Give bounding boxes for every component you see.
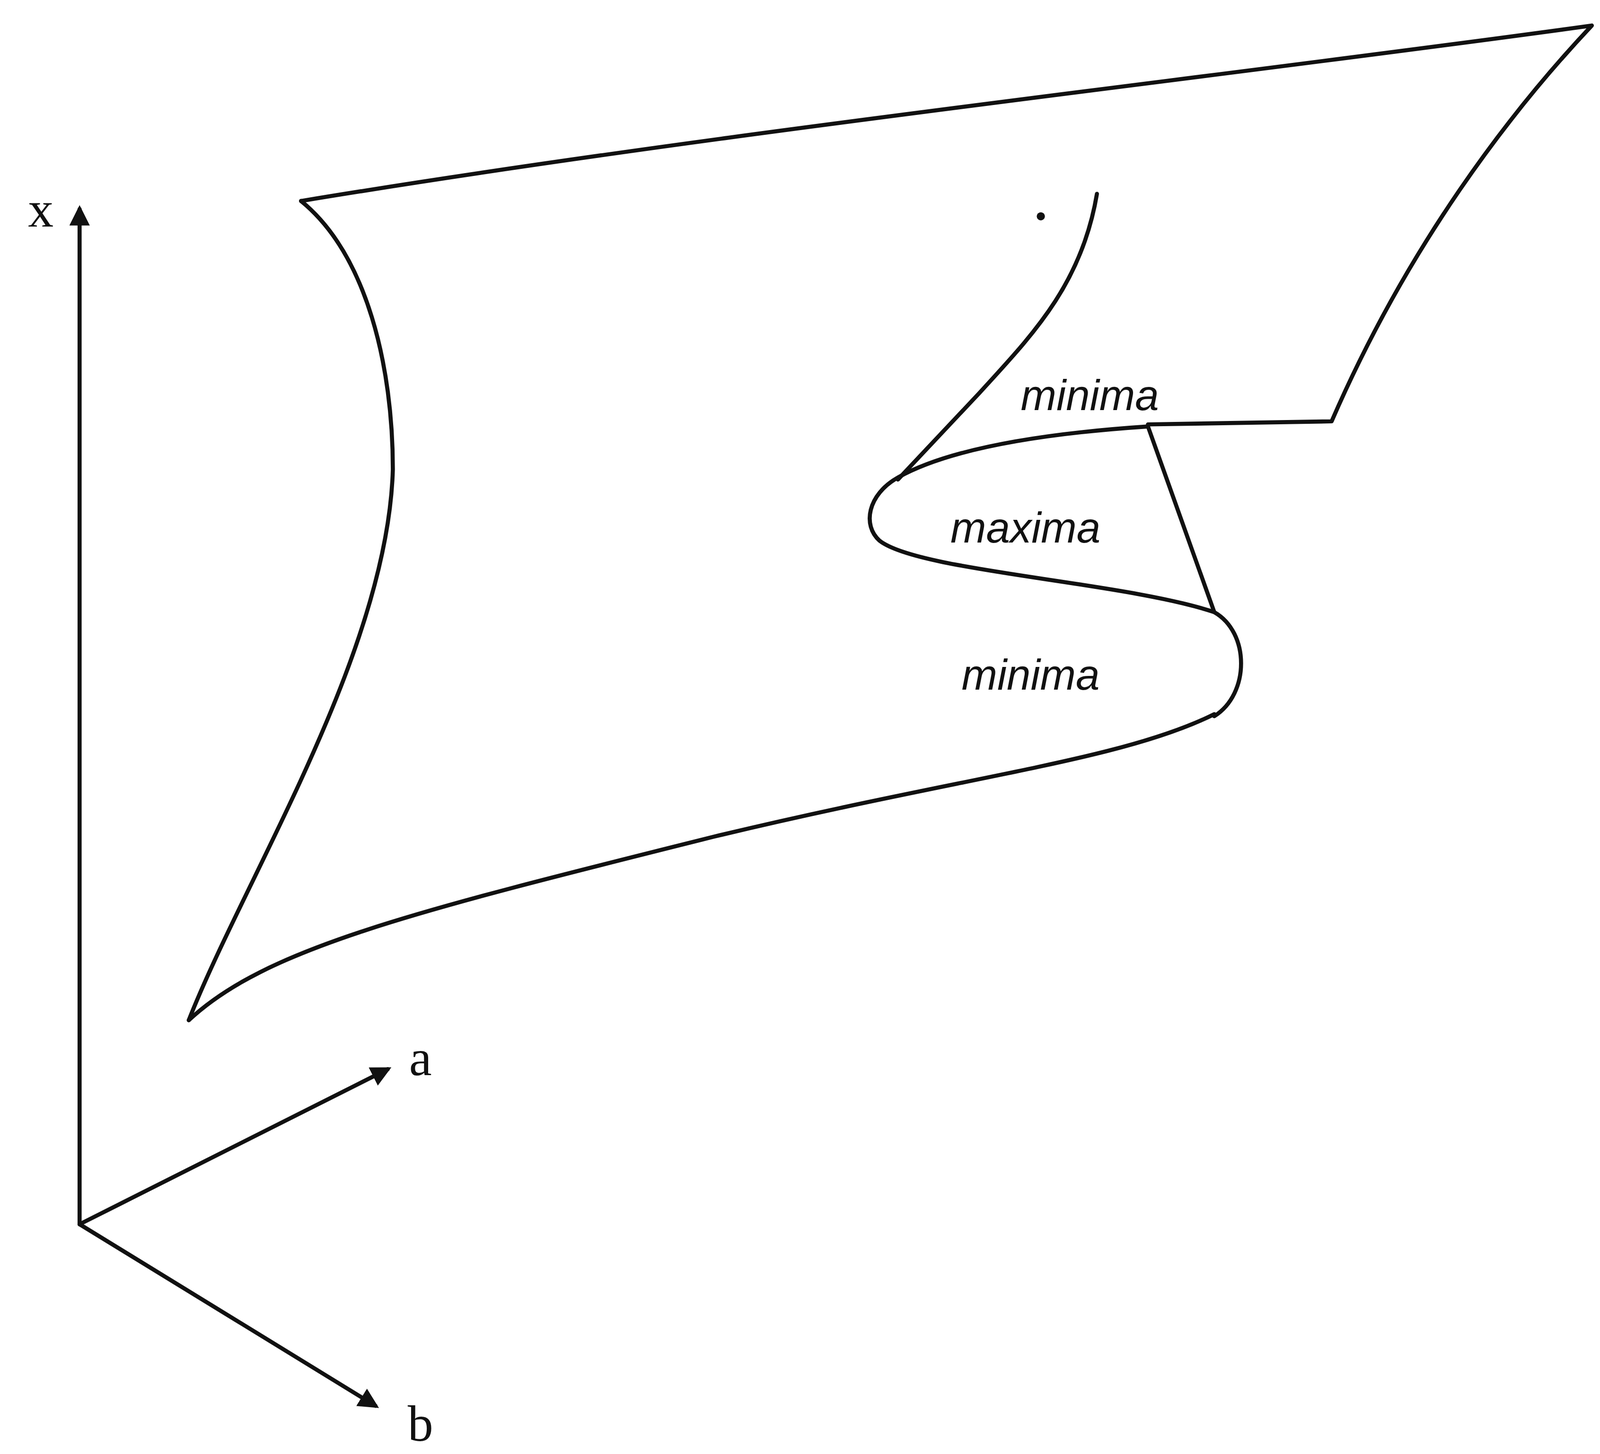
axis-label: b xyxy=(407,1397,434,1450)
surface-edge xyxy=(300,25,1592,425)
region-label: maxima xyxy=(950,507,1101,551)
cusp-edge xyxy=(897,193,1098,480)
dot xyxy=(1036,212,1045,221)
region-label: minima xyxy=(961,654,1100,698)
a-axis xyxy=(79,1069,388,1225)
axis-label: a xyxy=(409,1032,432,1084)
x-axis xyxy=(77,209,82,1225)
fold-curve xyxy=(869,426,1241,717)
region-label: minima xyxy=(1020,374,1160,418)
b-axis xyxy=(79,1224,376,1407)
axis-label: x xyxy=(27,183,54,235)
surface-edge xyxy=(188,201,393,1021)
fold-line xyxy=(1147,426,1214,613)
surface-edge xyxy=(188,714,1215,1021)
